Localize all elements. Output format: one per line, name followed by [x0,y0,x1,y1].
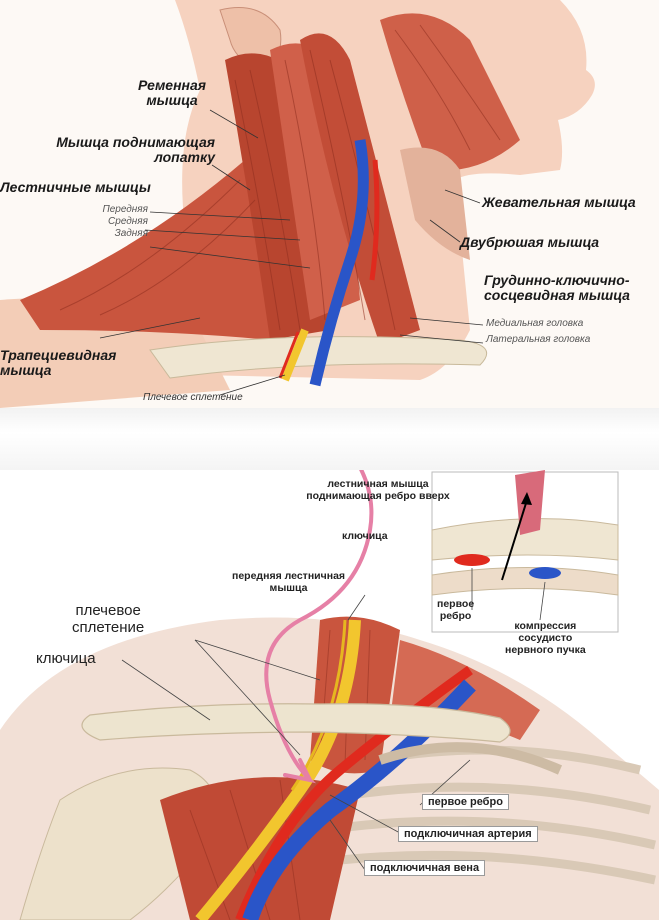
label-splenius: Ременная мышца [138,77,207,108]
label-plexus: Плечевое сплетение [143,392,243,403]
label-subclavian-vein: подключичная вена [364,860,486,876]
inset-first-rib [431,567,619,596]
label-trapezius: Трапециевидная мышца [0,347,117,378]
clavicle-bone [81,703,511,743]
label-levator-scapulae: Мышца поднимающая лопатку [56,134,215,165]
leader-lines [121,568,546,871]
panel-separator [0,408,659,470]
inset-artery [454,554,490,566]
trapezius-muscle [20,160,285,340]
brachial-plexus [195,619,361,920]
inset-label-compression: компрессия сосудисто нервного пучка [505,620,586,656]
digastric-area [400,147,470,260]
label-scalenes: Лестничные мышцы [0,179,151,195]
label-anterior-scalene: передняя лестничная мышца [232,570,346,594]
label-masseter: Жевательная мышца [482,194,636,210]
carotid-artery [369,159,380,281]
label-scm-heads: Медиальная головка Латеральная головка [486,318,591,345]
shoulder-illustration [0,470,659,920]
neck-muscles-illustration: Ременная мышца Мышца поднимающая лопатку… [0,0,659,408]
label-scalene-parts: Передняя Средняя Задняя [102,204,148,239]
label-scm: Грудинно-ключично- сосцевидная мышца [484,272,630,303]
muscle-striations [59,24,501,331]
inset-vein [529,567,561,579]
thoracic-outlet-illustration: лестничная мышца поднимающая ребро вверх… [0,470,659,920]
inset-label-first-rib: первое ребро [437,598,475,622]
subclavian-artery [235,665,473,920]
label-brachial-plexus: плечевое сплетение [72,602,145,636]
first-rib [378,742,563,775]
jugular-vein [309,139,369,387]
neck-illustration [0,0,595,408]
masseter-muscle [380,13,520,171]
inset-label-clavicle: ключица [342,530,388,542]
pointer-connector [264,470,374,784]
inset-label-scalene-lifts: лестничная мышца поднимающая ребро вверх [306,478,450,502]
label-subclavian-artery: подключичная артерия [398,826,538,842]
label-first-rib: первое ребро [422,794,509,810]
brachial-plexus-nerve [281,328,309,382]
leader-lines [99,109,484,396]
inset-arrow [501,499,528,581]
label-digastric: Двубрюшая мышца [460,234,600,250]
label-clavicle: ключица [36,650,96,667]
